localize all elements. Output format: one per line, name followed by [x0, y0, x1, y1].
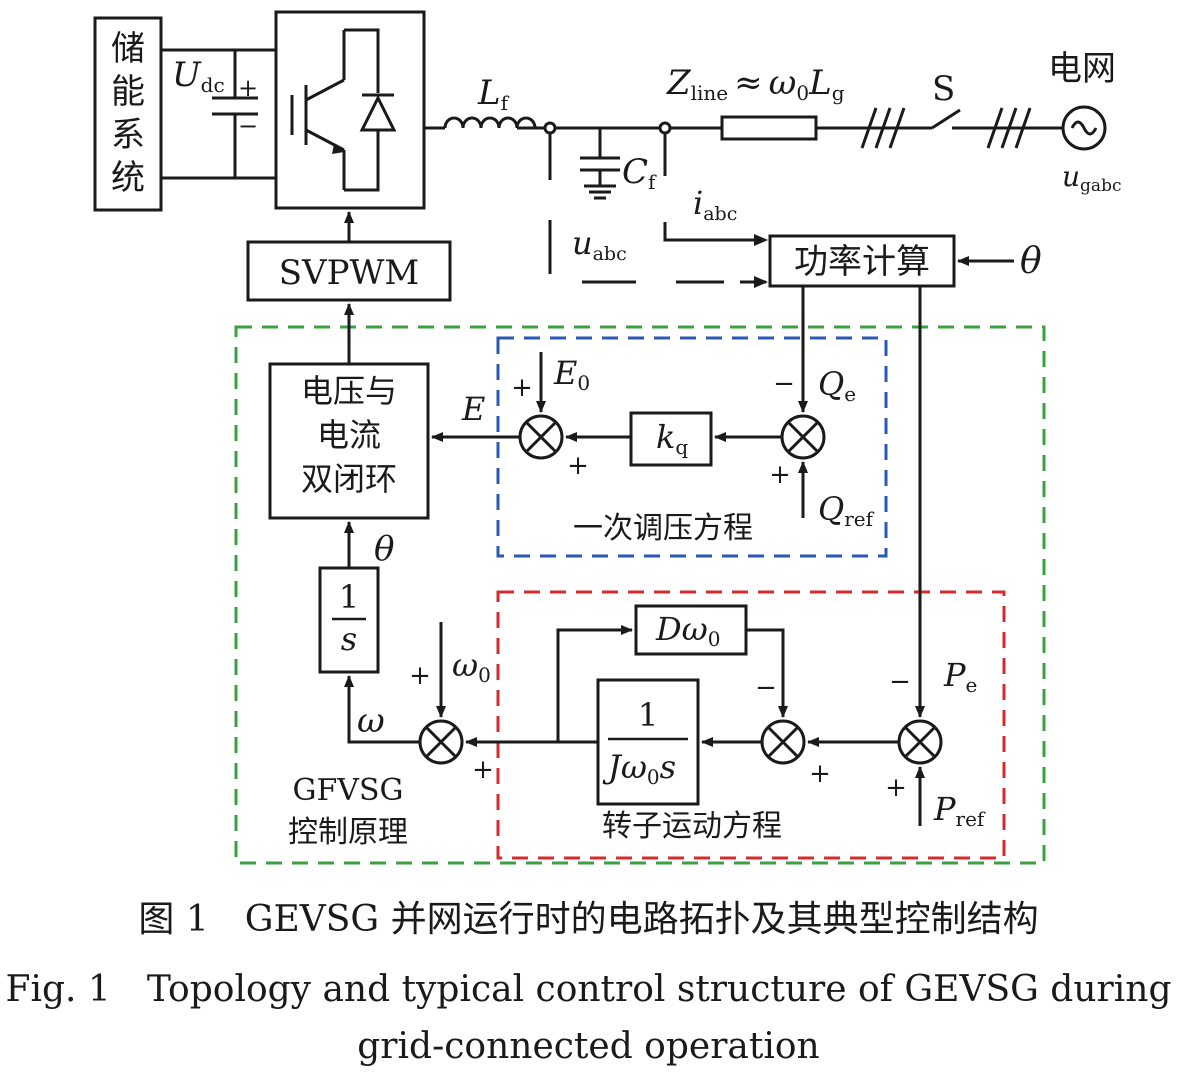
qref-label: Qref — [818, 490, 875, 531]
ac-line — [424, 105, 1107, 284]
kq-label: kq — [656, 418, 688, 459]
damping-to-torque-sum — [746, 628, 788, 718]
udc-minus-sign: − — [238, 112, 258, 140]
switch-label: S — [932, 69, 955, 109]
storage-char-2: 能 — [111, 72, 145, 112]
torque-plus: + — [809, 759, 831, 789]
dual-loop-line-2: 电流 — [317, 416, 381, 454]
gfvsg-label-line-1: GFVSG — [293, 773, 404, 808]
iabc-arrow — [754, 234, 768, 246]
control-diagram: 储 能 系 统 Udc + − — [93, 10, 1121, 865]
igbt-emitter-arrow — [332, 144, 344, 154]
line-impedance — [720, 115, 818, 141]
rotor-motion-region — [496, 590, 1006, 860]
dual-loop-line-1: 电压与 — [301, 372, 397, 410]
e-label: E — [461, 390, 485, 428]
sum-junction-q — [780, 414, 826, 460]
qe-minus: − — [773, 369, 795, 399]
caption-en-line-1: Fig. 1 Topology and typical control stru… — [5, 969, 1172, 1010]
grid-label: 电网 — [1048, 49, 1116, 89]
e0-label: E0 — [553, 354, 590, 395]
theta-label: θ — [374, 529, 394, 569]
svpwm-label: SVPWM — [279, 253, 419, 293]
omega-sum-plus: + — [472, 755, 494, 785]
sum-junction-omega — [418, 719, 464, 765]
ugabc-label: ugabc — [1062, 160, 1121, 196]
uabc-label: uabc — [572, 224, 627, 265]
udc-label: Udc — [172, 55, 225, 97]
sum-junction-e — [518, 414, 564, 460]
omega-label: ω — [357, 701, 385, 741]
integrator-numerator: 1 — [339, 578, 359, 616]
integrator-denominator: s — [341, 620, 357, 658]
storage-char-1: 储 — [111, 29, 145, 69]
filter-inductor — [443, 116, 537, 129]
qe-label: Qe — [818, 365, 856, 406]
omega0-label: ω0 — [452, 646, 491, 687]
cf-label: Cf — [622, 152, 657, 194]
inverter-block — [274, 10, 426, 210]
rotor-motion-label: 转子运动方程 — [602, 809, 782, 844]
uabc-arrow — [754, 276, 768, 288]
power-calc-block — [768, 234, 956, 288]
grid-switch — [931, 108, 961, 130]
caption-zh: 图 1 GEVSG 并网运行时的电路拓扑及其典型控制结构 — [138, 899, 1039, 940]
storage-char-3: 系 — [111, 115, 145, 155]
energy-storage-block: 储 能 系 统 — [93, 16, 163, 212]
omega-to-integrator — [344, 675, 420, 744]
sum-junction-torque — [760, 719, 806, 765]
gfvsg-region — [234, 325, 1046, 865]
lf-label: Lf — [477, 73, 510, 115]
gfvsg-label-line-2: 控制原理 — [288, 815, 408, 850]
omega-feedback-to-damping — [556, 625, 633, 742]
theta-input-label: θ — [1020, 241, 1042, 282]
caption-en-line-2: grid-connected operation — [357, 1026, 820, 1067]
udc-plus-sign: + — [238, 74, 258, 102]
voltage-regulation-region — [496, 336, 888, 558]
damping-label: Dω0 — [655, 610, 720, 651]
pe-label: Pe — [943, 656, 977, 697]
voltage-regulation-label: 一次调压方程 — [573, 511, 753, 546]
dual-loop-line-3: 双闭环 — [301, 460, 397, 498]
inertia-numerator: 1 — [638, 696, 658, 734]
grid-source — [1061, 105, 1107, 151]
inertia-denominator: Jω0s — [602, 748, 676, 789]
sum-junction-p — [897, 719, 943, 765]
zline-label: Zline≈ω0Lg — [666, 63, 845, 105]
storage-char-4: 统 — [111, 158, 145, 198]
power-calc-label: 功率计算 — [794, 242, 930, 282]
iabc-label: iabc — [693, 184, 737, 225]
pref-label: Pref — [933, 790, 986, 831]
pe-minus: − — [889, 667, 911, 697]
node-right — [658, 121, 672, 135]
pref-plus: + — [885, 773, 907, 803]
qref-plus: + — [769, 460, 791, 490]
e0-plus: + — [511, 373, 533, 403]
e-sum-plus: + — [567, 451, 589, 481]
node-left — [543, 121, 557, 135]
dc-link — [161, 48, 276, 180]
kq-block — [629, 411, 713, 467]
torque-minus: − — [755, 673, 777, 703]
omega0-plus: + — [409, 661, 431, 691]
